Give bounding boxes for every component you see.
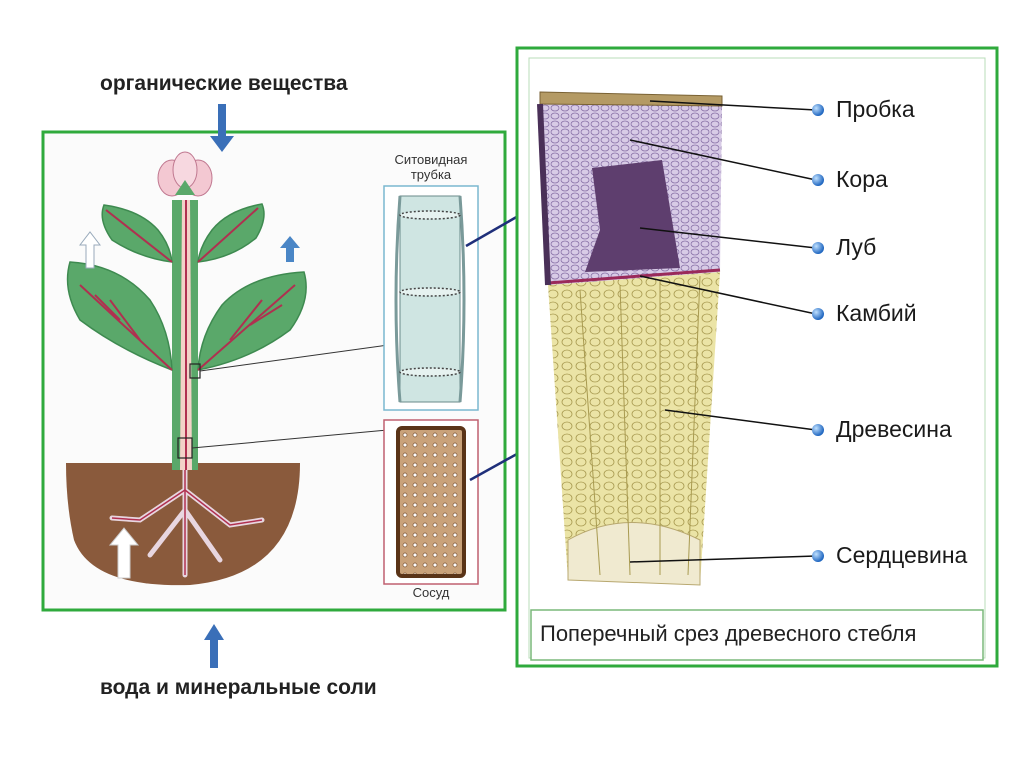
marker-dot-icon [812,550,824,562]
stem-wedge [537,91,723,586]
evaporation-arrow-icon [78,231,102,269]
water-up-arrow-icon [108,527,140,579]
layer-label-cork: Пробка [836,96,915,122]
layer-label-cortex: Кора [836,166,888,192]
flower [157,151,213,197]
layer-label-cambium: Камбий [836,300,917,326]
stem-section-title: Поперечный срез древесного стебля [540,621,917,646]
stem-title-box [530,609,984,661]
marker-dot-icon [812,308,824,320]
marker-dot-icon [812,242,824,254]
up-arrow-icon [204,624,224,668]
evaporation-blue-arrow-icon [280,236,300,262]
leader-lines [629,100,817,563]
layer-label-pith: Сердцевина [836,542,968,568]
layer-label-phloem: Луб [836,234,877,260]
caption-organic-substances: органические вещества [100,72,348,95]
sieve-tube-illustration [394,195,466,403]
sieve-tube-label-line2: трубка [410,167,452,182]
label-markers [812,104,824,562]
marker-dot-icon [812,424,824,436]
layer-label-wood: Древесина [836,416,952,442]
sieve-tube-label: Ситовидная трубка [384,152,478,182]
caption-water-minerals: вода и минеральные соли [100,676,377,699]
sieve-tube-label-line1: Ситовидная [394,152,468,167]
marker-dot-icon [812,174,824,186]
vessel-illustration [396,426,466,578]
down-arrow-icon [210,104,234,152]
marker-dot-icon [812,104,824,116]
vessel-label: Сосуд [412,585,450,600]
